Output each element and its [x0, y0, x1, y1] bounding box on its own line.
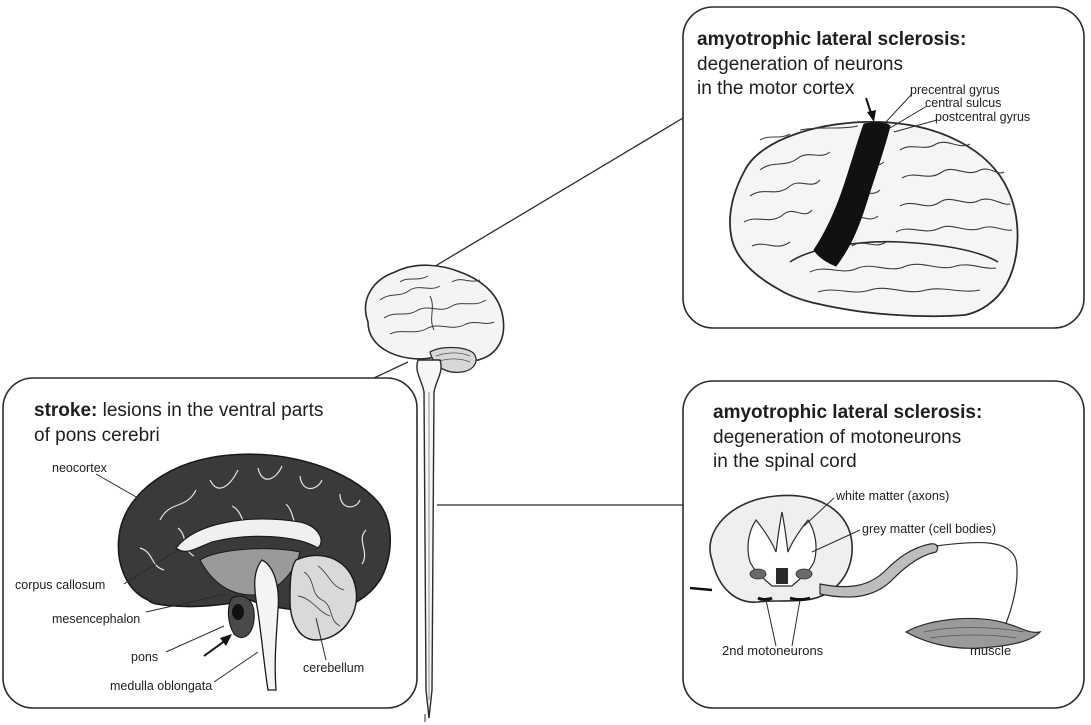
sagittal-brain-illustration — [117, 453, 392, 691]
precentral-gyrus-highlight — [813, 122, 891, 267]
label-mesencephalon: mesencephalon — [52, 612, 140, 626]
als-cortex-line2: in the motor cortex — [697, 78, 855, 99]
central-brain-figure — [364, 264, 505, 722]
panel-stroke: stroke: lesions in the ventral parts of … — [2, 377, 418, 709]
cortex-label-leaders — [883, 93, 938, 133]
label-white-matter: white matter (axons) — [835, 489, 949, 503]
als-cortex-line1: degeneration of neurons — [697, 54, 903, 75]
label-neocortex: neocortex — [52, 461, 108, 475]
connector-to-cortex-panel — [431, 117, 684, 269]
label-medulla-oblongata: medulla oblongata — [110, 679, 212, 693]
stroke-title-rest: lesions in the ventral parts — [97, 400, 323, 421]
panel-als-spinal: amyotrophic lateral sclerosis: degenerat… — [682, 380, 1085, 709]
als-spinal-title: amyotrophic lateral sclerosis: — [713, 402, 982, 423]
label-2nd-motoneurons: 2nd motoneurons — [722, 643, 824, 658]
label-grey-matter: grey matter (cell bodies) — [862, 522, 996, 536]
central-brain-cortex — [364, 264, 505, 363]
connector-lines — [373, 117, 684, 506]
stroke-title-bold: stroke: — [34, 400, 97, 421]
spinal-label-leaders — [765, 497, 861, 647]
label-pons: pons — [131, 650, 158, 664]
connector-to-stroke-panel — [373, 361, 409, 379]
label-postcentral-gyrus: postcentral gyrus — [935, 110, 1030, 124]
label-corpus-callosum: corpus callosum — [15, 578, 105, 592]
stroke-line2: of pons cerebri — [34, 425, 160, 446]
als-spinal-line2: in the spinal cord — [713, 451, 857, 472]
spinal-cross-section-illustration — [689, 494, 1042, 649]
label-central-sulcus: central sulcus — [925, 96, 1001, 110]
label-cerebellum: cerebellum — [303, 661, 364, 675]
stroke-title: stroke: lesions in the ventral parts — [34, 400, 323, 421]
label-muscle: muscle — [970, 643, 1011, 658]
als-spinal-line1: degeneration of motoneurons — [713, 427, 961, 448]
label-precentral-gyrus: precentral gyrus — [910, 83, 1000, 97]
lateral-brain-illustration — [729, 97, 1019, 318]
als-cortex-title: amyotrophic lateral sclerosis: — [697, 29, 966, 50]
panel-als-cortex: amyotrophic lateral sclerosis: degenerat… — [682, 6, 1085, 329]
stroke-label-leaders — [95, 473, 327, 683]
